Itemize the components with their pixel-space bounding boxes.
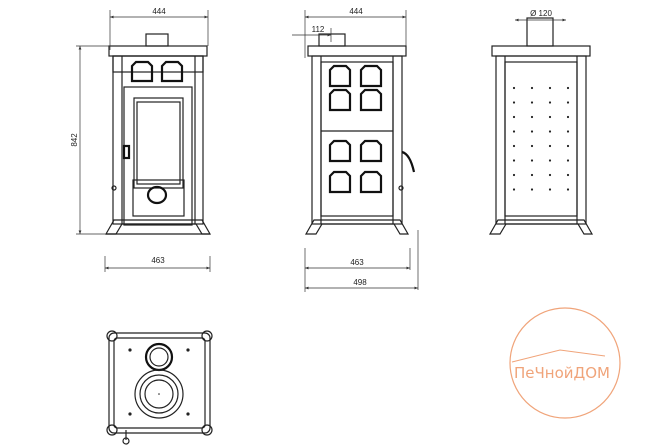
rivet-dot [548,188,552,191]
rivet-dot [530,144,534,148]
rivet-dot [530,159,534,162]
rivet-dot [512,173,516,177]
rivet-dot [548,115,552,119]
rivet-dot [566,188,570,191]
rivet-dot-grid [512,86,570,191]
front-view: 444 842 463 [70,7,212,272]
rivet-dot [548,130,552,133]
flue-offset-label: 112 [312,25,325,34]
rivet-dot [512,188,516,191]
side-depth-label: 498 [353,278,367,287]
rivet-dot [566,115,570,119]
rivet-dot [512,101,516,104]
rivet-dot [548,144,552,148]
rivet-dot [530,86,534,90]
side-width-label: 444 [349,7,363,16]
rivet-dot [512,86,516,90]
logo-text: ПеЧнойДОМ [514,364,610,382]
rivet-dot [566,159,570,162]
top-view [106,330,213,445]
rivet-dot [548,173,552,177]
rivet-dot [530,188,534,191]
rivet-dot [566,130,570,133]
rivet-dot [512,130,516,133]
front-width-label: 444 [152,7,166,16]
rivet-dot [512,144,516,148]
rivet-dot [548,159,552,162]
rivet-dot [566,86,570,90]
rivet-dot [548,101,552,104]
rivet-dot [530,173,534,177]
door-handle [401,150,416,173]
front-height-label: 842 [70,133,79,147]
rivet-dot [566,173,570,177]
rivet-dot [566,101,570,104]
pechnoy-dom-logo: ПеЧнойДОМ [509,307,621,419]
side-base-label: 463 [350,258,364,267]
flue-diameter-label: Ø 120 [530,9,552,18]
side-view: 444 112 463 498 [292,7,419,292]
rivet-dot [530,115,534,119]
rivet-dot [530,130,534,133]
rivet-dot [566,144,570,148]
rivet-dot [512,115,516,119]
front-base-label: 463 [151,256,165,265]
rivet-dot [530,101,534,104]
back-view: Ø 120 [488,9,594,235]
rivet-dot [548,86,552,90]
rivet-dot [512,159,516,162]
tile-grid [328,64,383,194]
